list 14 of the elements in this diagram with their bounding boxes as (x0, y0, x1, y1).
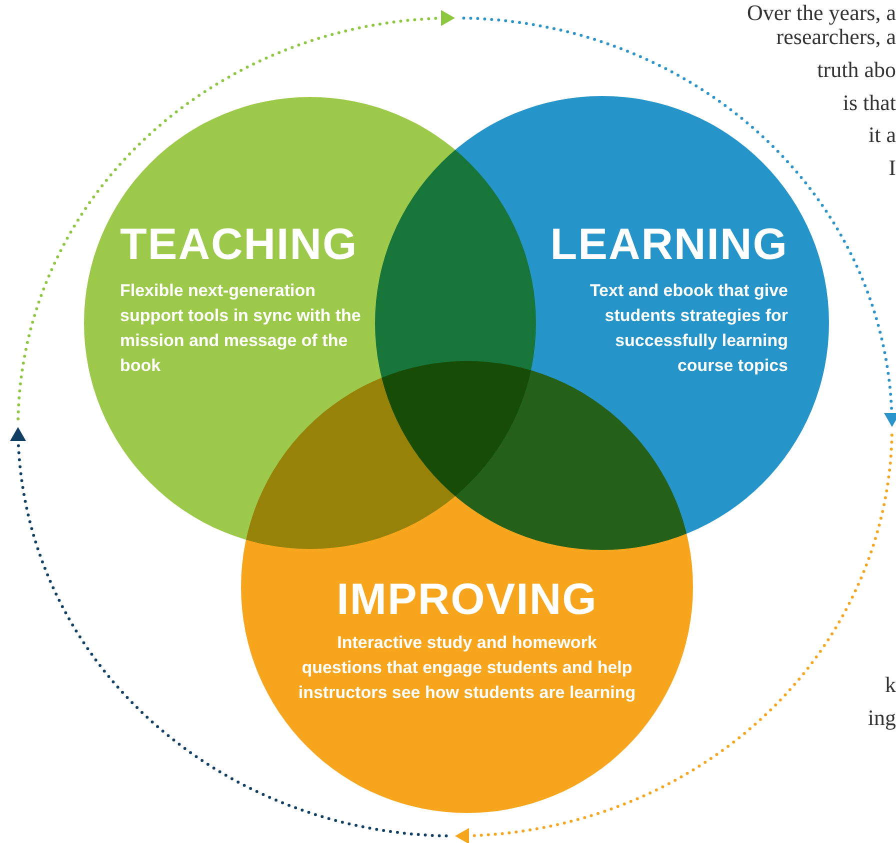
body-text-fragment: it a (868, 122, 896, 148)
circle-heading: IMPROVING (336, 575, 598, 625)
body-text-fragment: is that (842, 90, 896, 116)
body-text-fragment: ing (868, 705, 896, 731)
body-text-fragment: researchers, a (776, 24, 896, 50)
body-text-fragment: truth abo (817, 57, 896, 83)
body-text-fragment: I (888, 155, 896, 181)
circle-heading: LEARNING (550, 220, 788, 270)
circle-description: Flexible next-generation support tools in sync with the mission and message of the book (120, 280, 362, 377)
body-text-fragment: Over the years, a (746, 0, 896, 26)
circle-heading: TEACHING (120, 220, 358, 270)
circle-description: Text and ebook that give students strategies for successfully learning course topics (588, 280, 788, 377)
body-text-fragment: k (885, 672, 896, 698)
circle-description: Interactive study and homework questions that engage students and help instructors see how students are learning (297, 632, 637, 704)
